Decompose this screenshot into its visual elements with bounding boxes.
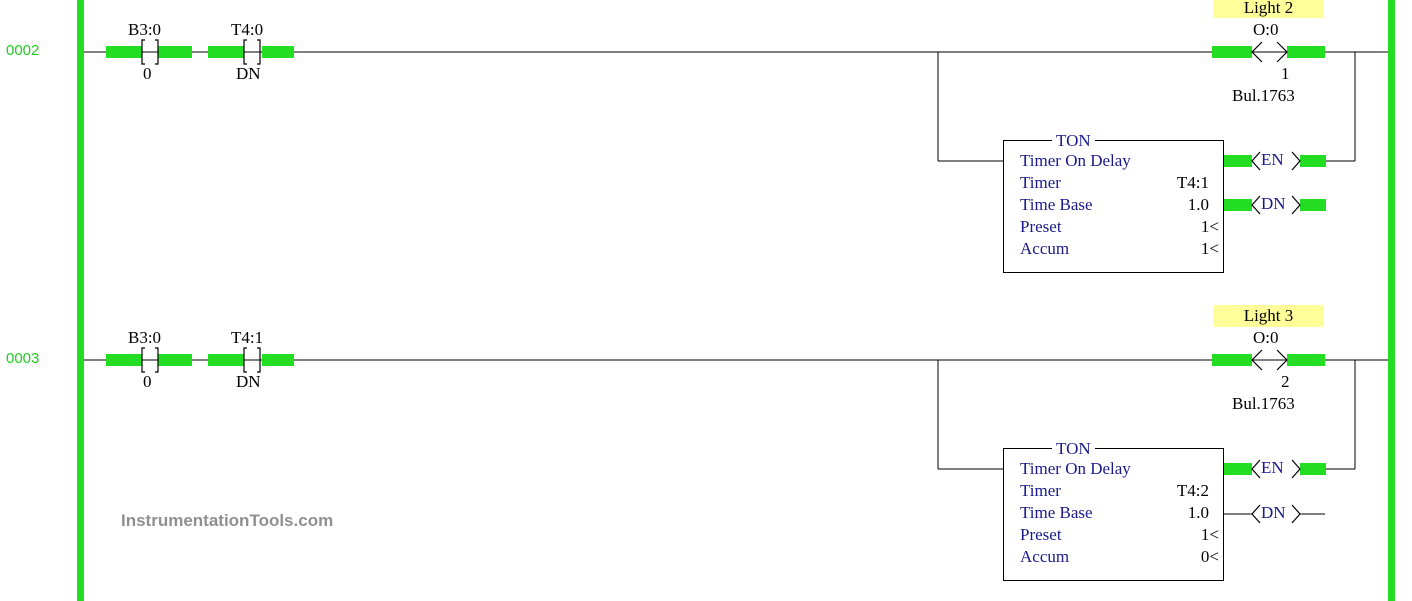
preset-value[interactable]: 1< — [1200, 217, 1219, 236]
time-base-value[interactable]: 1.0 — [1187, 195, 1209, 214]
output-address: O:0 — [1253, 20, 1279, 39]
rung-0003-output-coil[interactable] — [1251, 349, 1288, 371]
contact-bit: 0 — [143, 64, 152, 83]
contact-address: T4:0 — [231, 20, 264, 39]
ton-instruction-box[interactable]: TON Timer On Delay Timer T4:1 Time Base … — [1003, 131, 1224, 273]
timer-label: Timer — [1020, 173, 1061, 192]
dn-coil-label: DN — [1261, 194, 1286, 213]
ton-instruction-box[interactable]: TON Timer On Delay Timer T4:2 Time Base … — [1003, 439, 1224, 581]
dn-coil-label: DN — [1261, 503, 1286, 522]
accum-label: Accum — [1020, 547, 1070, 566]
output-device: Bul.1763 — [1232, 394, 1295, 413]
rung-0003-contact-b3-0[interactable] — [141, 347, 159, 373]
time-base-label: Time Base — [1020, 195, 1093, 214]
rung-0002-dn-coil[interactable] — [1251, 195, 1301, 215]
timer-value[interactable]: T4:2 — [1176, 481, 1209, 500]
output-comment: Light 3 — [1213, 305, 1324, 327]
rung-0002-contact-b3-0[interactable] — [141, 39, 159, 65]
rung-0003-contact-t4-1-dn[interactable] — [243, 347, 261, 373]
contact-bit: 0 — [143, 372, 152, 391]
preset-value[interactable]: 1< — [1200, 525, 1219, 544]
contact-bit: DN — [236, 64, 261, 83]
rung-number[interactable]: 0002 — [6, 42, 40, 59]
rung-number[interactable]: 0003 — [6, 350, 40, 367]
right-power-rail — [1388, 0, 1395, 601]
contact-bit: DN — [236, 372, 261, 391]
en-coil-label: EN — [1261, 150, 1284, 169]
preset-label: Preset — [1020, 217, 1062, 236]
preset-label: Preset — [1020, 525, 1062, 544]
accum-value[interactable]: 0< — [1200, 547, 1219, 566]
rung-0002-en-coil[interactable] — [1251, 151, 1301, 171]
accum-value[interactable]: 1< — [1200, 239, 1219, 258]
output-bit: 1 — [1281, 64, 1290, 83]
output-bit: 2 — [1281, 372, 1290, 391]
time-base-label: Time Base — [1020, 503, 1093, 522]
timer-value[interactable]: T4:1 — [1176, 173, 1209, 192]
rung-0002-contact-t4-0-dn[interactable] — [243, 39, 261, 65]
time-base-value[interactable]: 1.0 — [1187, 503, 1209, 522]
rung-0002-wiring — [84, 51, 1388, 206]
timer-description: Timer On Delay — [1020, 459, 1131, 478]
output-address: O:0 — [1253, 328, 1279, 347]
watermark-text: InstrumentationTools.com — [121, 511, 334, 530]
output-device: Bul.1763 — [1232, 86, 1295, 105]
en-coil-label: EN — [1261, 458, 1284, 477]
rung-0002-energized — [106, 46, 1326, 211]
accum-label: Accum — [1020, 239, 1070, 258]
contact-address: T4:1 — [231, 328, 264, 347]
rung-0003-en-coil[interactable] — [1251, 459, 1301, 479]
rung-0003-dn-coil[interactable] — [1251, 504, 1301, 524]
instruction-type: TON — [1052, 439, 1095, 459]
instruction-type: TON — [1052, 131, 1095, 151]
timer-description: Timer On Delay — [1020, 151, 1131, 170]
timer-label: Timer — [1020, 481, 1061, 500]
rung-0003-energized — [106, 354, 1326, 475]
rung-0002-output-coil[interactable] — [1251, 41, 1288, 63]
contact-address: B3:0 — [128, 328, 162, 347]
contact-address: B3:0 — [128, 20, 162, 39]
left-power-rail — [77, 0, 84, 601]
rung-0003-wiring — [84, 359, 1388, 515]
output-comment: Light 2 — [1213, 0, 1324, 18]
